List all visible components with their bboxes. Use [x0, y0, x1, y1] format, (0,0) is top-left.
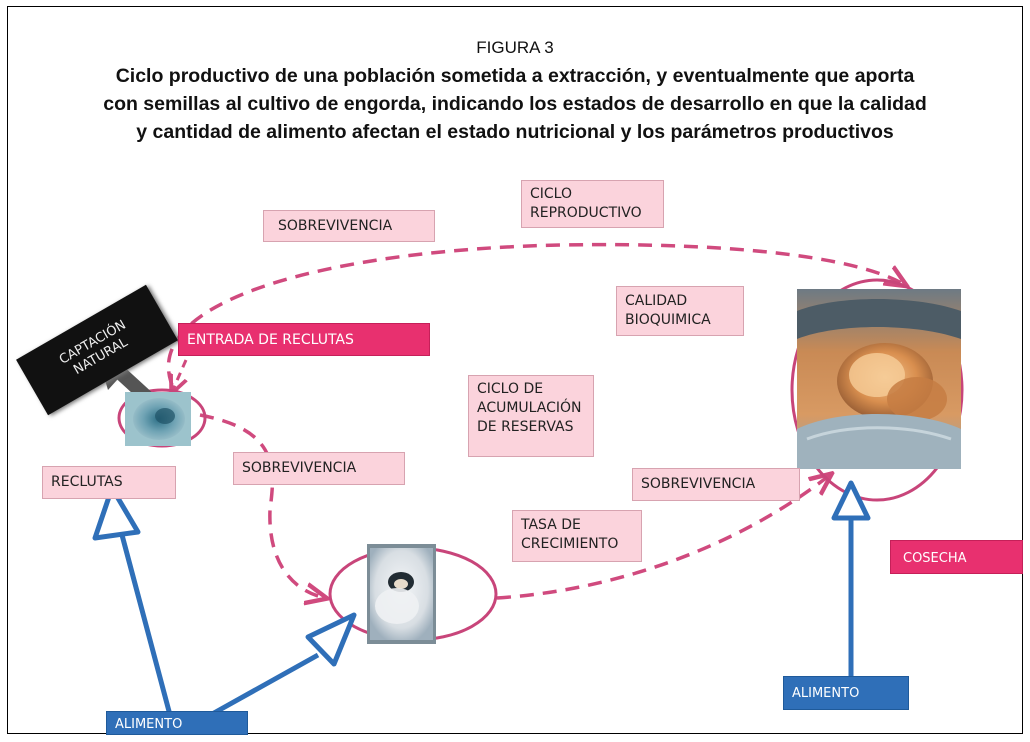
tasa-crecimiento-label: TASA DE CRECIMIENTO: [512, 510, 642, 562]
recruit-ellipse: [117, 388, 207, 448]
label-text: SOBREVIVENCIA: [641, 476, 756, 492]
calidad-bioquimica-label: CALIDAD BIOQUIMICA: [616, 286, 744, 336]
label-line: ACUMULACIÓN: [477, 400, 582, 416]
alimento-right-label: ALIMENTO: [783, 676, 909, 710]
food-to-recruits-arrow: [92, 485, 173, 716]
adult-scallop-photo: [797, 289, 961, 469]
figure-title-line: Ciclo productivo de una población someti…: [115, 65, 915, 87]
alimento-left-label: ALIMENTO: [106, 711, 248, 735]
figure-title-line: con semillas al cultivo de engorda, indi…: [103, 93, 927, 115]
label-line: CICLO DE: [477, 381, 544, 397]
label-text: COSECHA: [903, 551, 967, 566]
recruit-spat-image: [125, 392, 191, 446]
label-line: DE RESERVAS: [477, 419, 574, 435]
sobrevivencia-right-label: SOBREVIVENCIA: [632, 468, 800, 501]
label-line: CRECIMIENTO: [521, 536, 619, 552]
entrada-arrow: [172, 359, 186, 392]
label-line: BIOQUIMICA: [625, 312, 711, 328]
label-line: CALIDAD: [625, 293, 688, 309]
label-text: ENTRADA DE RECLUTAS: [187, 332, 354, 348]
label-text: SOBREVIVENCIA: [278, 218, 393, 234]
adult-scallop-image: [797, 289, 961, 469]
ciclo-acumulacion-label: CICLO DE ACUMULACIÓN DE RESERVAS: [468, 375, 594, 457]
juvenile-photo: [367, 544, 436, 644]
entrada-reclutas-label: ENTRADA DE RECLUTAS: [178, 323, 430, 356]
label-line: CICLO: [530, 186, 572, 202]
adult-ellipse: [790, 278, 964, 502]
label-text: ALIMENTO: [115, 717, 183, 732]
reproductive-cycle-arrow: [166, 242, 905, 386]
label-line: REPRODUCTIVO: [530, 205, 642, 221]
figure-title-line: y cantidad de alimento afectan el estado…: [136, 121, 894, 143]
reclutas-label: RECLUTAS: [42, 466, 176, 499]
figure-title: Ciclo productivo de una población someti…: [40, 62, 990, 146]
recruit-photo: [125, 392, 191, 446]
recruit-to-juvenile-arrow: [199, 413, 325, 598]
cosecha-label: COSECHA: [890, 540, 1023, 574]
food-to-adult-arrow: [831, 480, 871, 676]
label-text: RECLUTAS: [51, 474, 123, 490]
figure-label: FIGURA 3: [476, 38, 554, 57]
label-text: ALIMENTO: [792, 686, 860, 701]
label-line: TASA DE: [521, 517, 581, 533]
sobrevivencia-left-label: SOBREVIVENCIA: [233, 452, 405, 485]
juvenile-scallop-image: [367, 544, 436, 644]
sobrevivencia-top-label: SOBREVIVENCIA: [263, 210, 435, 242]
ciclo-reproductivo-label: CICLO REPRODUCTIVO: [521, 180, 664, 228]
juvenile-to-adult-arrow: [496, 475, 830, 600]
label-text: SOBREVIVENCIA: [242, 460, 357, 476]
food-to-juvenile-arrow: [203, 612, 357, 721]
